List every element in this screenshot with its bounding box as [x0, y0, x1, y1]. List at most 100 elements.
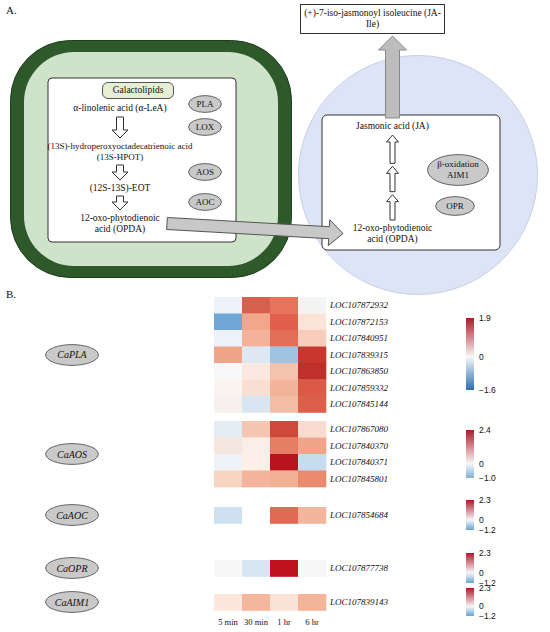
- scale-value: −1.2: [479, 611, 496, 621]
- metabolite: 12-oxo-phytodienoic acid (OPDA): [75, 212, 165, 235]
- heatmap-cell: [270, 297, 298, 314]
- panel-letter: A.: [6, 4, 17, 17]
- heatmap-cell: [214, 507, 242, 524]
- heatmap-cell: [298, 380, 326, 397]
- node-text: AOS: [196, 167, 214, 178]
- heatmap-cell: [242, 297, 270, 314]
- heatmap-cell: [214, 347, 242, 364]
- heatmap-cell: [298, 330, 326, 347]
- chloroplast-outline: [10, 40, 292, 278]
- flow-arrow: [112, 165, 128, 180]
- heatmap-cell: [242, 438, 270, 455]
- heatmap-cell: [298, 297, 326, 314]
- gene-id: LOC107840951: [330, 332, 388, 344]
- color-scale: [466, 318, 474, 390]
- node-text: (13S)-hydroperoxyoctadecatrienoic acid (…: [45, 141, 195, 163]
- heatmap-cell: [214, 454, 242, 471]
- enzyme-ellipse-shape: [46, 344, 99, 365]
- gene-id: LOC107872153: [330, 316, 388, 328]
- peroxisome-outline: [298, 55, 538, 295]
- metabolite: α-linolenic acid (α-LeA): [55, 102, 185, 115]
- heatmap-cell: [242, 347, 270, 364]
- flow-arrow: [379, 36, 407, 118]
- enzyme-ellipse-shape: [428, 155, 489, 186]
- enzyme-ellipse: OPR: [435, 196, 475, 216]
- peroxisome-body: [299, 56, 538, 295]
- node-text: CaAOS: [57, 449, 87, 460]
- heatmap-cell: [214, 396, 242, 413]
- gene-family-ellipse: CaPLA: [45, 344, 99, 366]
- heatmap-cell: [242, 454, 270, 471]
- heatmap-cell: [298, 560, 326, 577]
- gene-id: LOC107854684: [330, 509, 388, 521]
- node-text: 12-oxo-phytodienoic acid (OPDA): [75, 213, 165, 235]
- node-text: Galactolipids: [113, 85, 164, 96]
- gene-id: LOC107839315: [330, 349, 388, 361]
- heatmap-cell: [270, 347, 298, 364]
- gene-family-ellipse: CaOPR: [45, 557, 99, 579]
- scale-value: 0: [479, 601, 484, 611]
- heatmap-cell: [242, 396, 270, 413]
- heatmap-cell: [214, 330, 242, 347]
- node-text: CaAIM1: [55, 597, 89, 608]
- scale-value: −1.2: [479, 525, 496, 535]
- scale-value: −1.0: [479, 473, 496, 483]
- enzyme-ellipse: PLA: [188, 95, 222, 113]
- gene-id: LOC107845144: [330, 398, 388, 410]
- color-scale: [466, 553, 474, 583]
- heatmap-cell: [270, 396, 298, 413]
- enzyme-ellipse-shape: [189, 164, 222, 181]
- gene-id: LOC107863850: [330, 365, 388, 377]
- time-point: 6 hr: [305, 617, 318, 627]
- enzyme-ellipse-shape: [46, 505, 99, 526]
- enzyme-ellipse-shape: [46, 444, 99, 465]
- node-text: 12-oxo-phytodienoic acid (OPDA): [345, 223, 440, 245]
- heatmap-cell: [242, 314, 270, 331]
- heatmap-cell: [214, 594, 242, 611]
- chloroplast-envelope: [11, 41, 292, 278]
- heatmap-cell: [242, 594, 270, 611]
- heatmap-cell: [214, 421, 242, 438]
- enzyme-ellipse-shape: [189, 194, 222, 211]
- pathway-panel: [322, 115, 500, 250]
- heatmap-cell: [298, 421, 326, 438]
- enzyme-ellipse: AOS: [188, 163, 222, 181]
- scale-value: 2.3: [479, 583, 491, 593]
- chloroplast: GalactolipidsPLA α-linolenic acid (α-LeA)…: [10, 40, 292, 278]
- heatmap-cell: [298, 314, 326, 331]
- heatmap-cell: [214, 314, 242, 331]
- product-box: (+)-7-iso-jasmonoyl isoleucine (JA-Ile): [300, 4, 445, 34]
- heatmap-cell: [298, 507, 326, 524]
- scale-value: 2.3: [479, 548, 491, 558]
- heatmap-cell: [242, 507, 270, 524]
- node-text: CaAOC: [56, 510, 88, 521]
- heatmap-cell: [214, 380, 242, 397]
- heatmap-cell: [270, 438, 298, 455]
- heatmap-cell: [298, 454, 326, 471]
- panel-letter: B.: [6, 288, 16, 301]
- scale-value: 0: [479, 352, 484, 362]
- enzyme-ellipse-shape: [46, 558, 99, 579]
- heatmap-cell: [242, 421, 270, 438]
- heatmap-cell: [242, 330, 270, 347]
- heatmap-cell: [298, 396, 326, 413]
- peroxisome: Jasmonic acid (JA) β-oxidation AIM1OPR 12-…: [298, 55, 538, 295]
- heatmap-cell: [214, 560, 242, 577]
- heatmap-cell: [298, 594, 326, 611]
- heatmap-cell: [298, 438, 326, 455]
- node-text: Jasmonic acid (JA): [356, 121, 429, 132]
- enzyme-ellipse: β-oxidation AIM1: [427, 154, 489, 186]
- gene-family-ellipse: CaAOS: [45, 443, 99, 465]
- scale-value: 2.4: [479, 425, 491, 435]
- heatmap-cell: [270, 560, 298, 577]
- scale-value: 2.3: [479, 495, 491, 505]
- node-text: PLA: [196, 99, 213, 110]
- enzyme-ellipse: AOC: [188, 193, 222, 211]
- node-text: α-linolenic acid (α-LeA): [73, 103, 166, 114]
- gene-id: LOC107877738: [330, 562, 388, 574]
- node-text: AOC: [195, 197, 214, 208]
- heatmap-cell: [242, 560, 270, 577]
- node-text: CaPLA: [57, 349, 86, 360]
- metabolite: 12-oxo-phytodienoic acid (OPDA): [345, 222, 440, 245]
